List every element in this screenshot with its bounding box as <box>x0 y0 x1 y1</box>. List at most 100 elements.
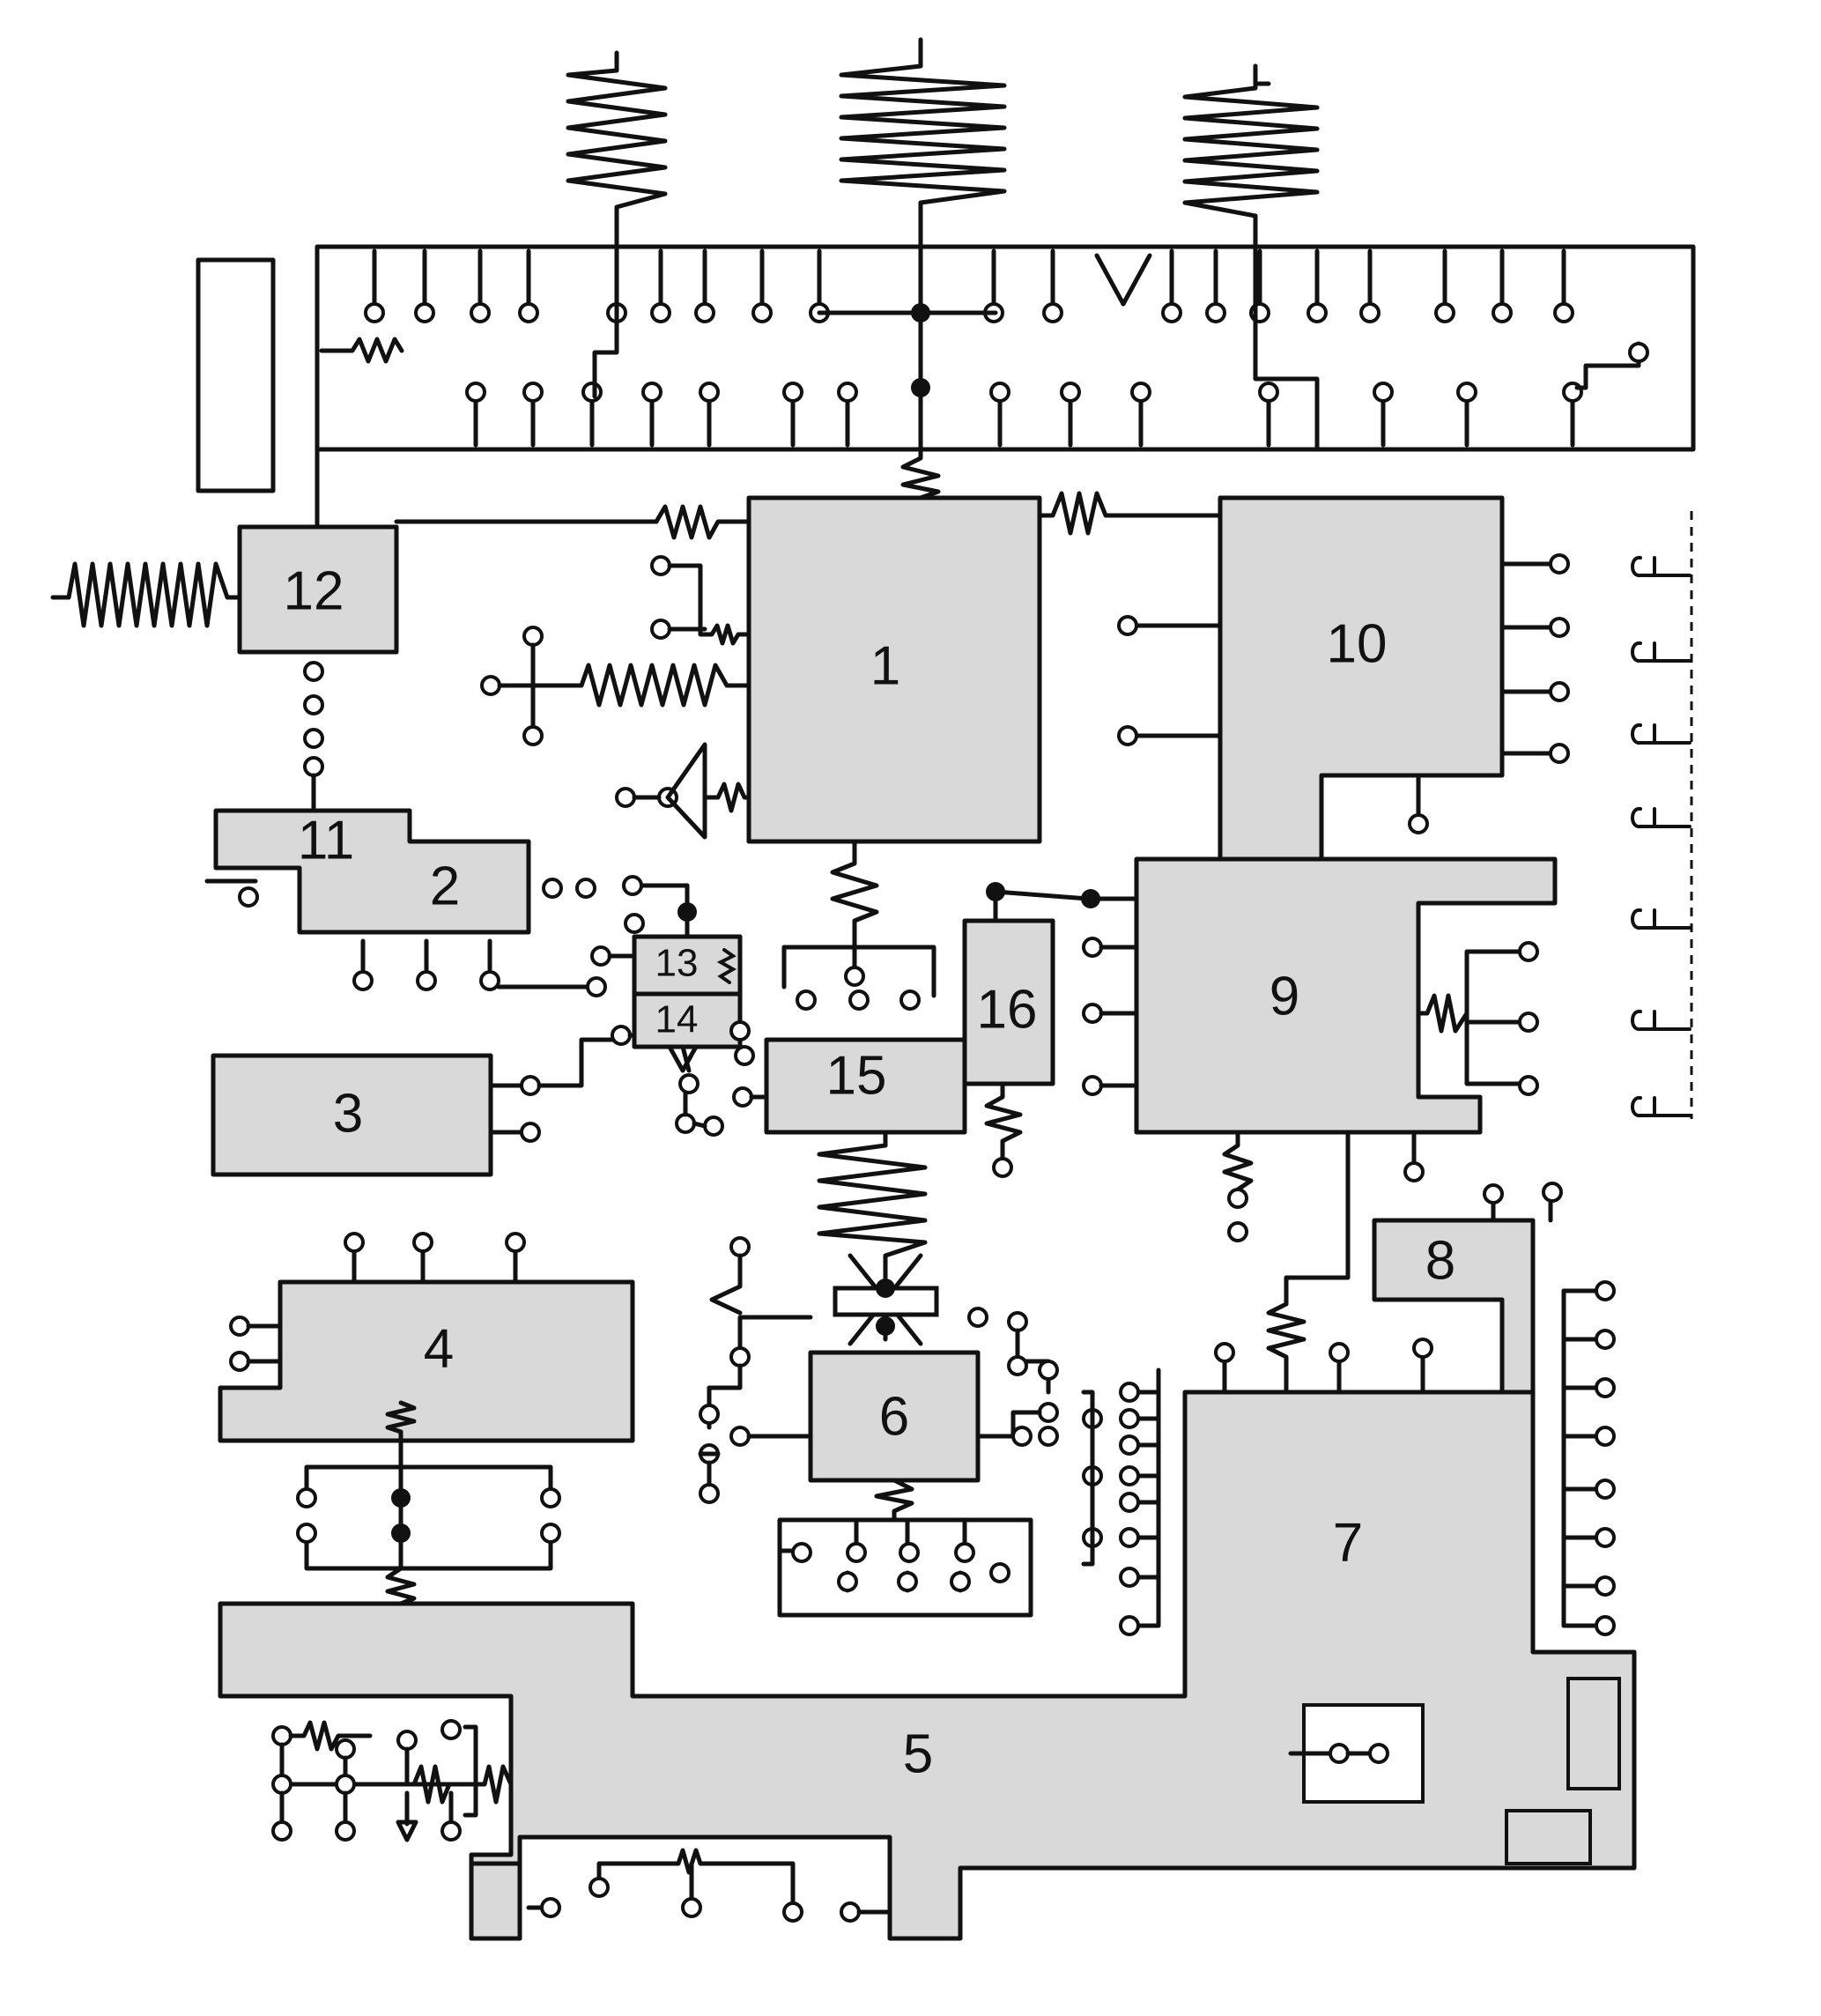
terminal-icon <box>1518 1075 1539 1096</box>
terminal-icon <box>1595 1280 1616 1301</box>
resistor-icon <box>288 1720 373 1752</box>
terminal-icon <box>791 1542 812 1563</box>
terminal-icon <box>271 1820 292 1842</box>
terminal-icon <box>303 728 324 749</box>
wire <box>781 945 936 998</box>
terminal-icon <box>1214 1342 1235 1363</box>
terminal-icon <box>1456 382 1477 403</box>
terminal-icon <box>681 1897 702 1918</box>
terminal-icon <box>1119 1465 1140 1486</box>
terminal-icon <box>1011 1426 1033 1447</box>
terminal-icon <box>1549 617 1570 638</box>
terminal-icon <box>650 302 671 323</box>
terminal-icon <box>846 1542 867 1563</box>
terminal-icon <box>465 382 486 403</box>
terminal-icon <box>271 1725 292 1746</box>
terminal-icon <box>732 1086 753 1108</box>
terminal-icon <box>699 1404 720 1425</box>
terminal-icon <box>1329 1743 1350 1764</box>
terminal-icon <box>518 302 539 323</box>
terminal-icon <box>967 1307 988 1328</box>
connector-strip-frame <box>315 244 1696 452</box>
terminal-icon <box>586 976 607 997</box>
wire <box>272 1724 478 1818</box>
terminal-icon <box>897 1571 918 1592</box>
terminal-icon <box>575 878 596 899</box>
terminal-icon <box>992 1157 1013 1178</box>
block-1: 1 <box>480 447 1223 1011</box>
terminal-icon <box>840 1901 861 1923</box>
junction-dot-icon <box>911 303 930 322</box>
block-label: 2 <box>430 856 460 916</box>
terminal-icon <box>641 382 663 403</box>
terminal-icon <box>1205 302 1226 323</box>
slot <box>1505 1809 1592 1865</box>
terminal-icon <box>238 886 259 908</box>
block-label: 11 <box>298 810 354 871</box>
terminal-icon <box>734 1045 755 1066</box>
v-notch <box>1094 253 1152 307</box>
terminal-icon <box>335 1738 356 1760</box>
resistor-icon <box>667 563 751 646</box>
coil-icon <box>839 37 1007 219</box>
terminal-icon <box>396 1730 418 1751</box>
terminal-icon <box>505 1232 526 1253</box>
edge-hooks <box>1631 556 1691 1117</box>
terminal-icon <box>950 1571 971 1592</box>
block-label: 10 <box>1327 613 1388 674</box>
terminal-icon <box>1595 1575 1616 1597</box>
block-label: 9 <box>1270 966 1299 1027</box>
terminal-icon <box>1082 937 1103 958</box>
terminal-icon <box>1038 1402 1059 1423</box>
block-10: 10 <box>1117 495 1570 862</box>
edge-hook-icon <box>1631 908 1691 930</box>
terminal-icon <box>1403 1161 1425 1182</box>
terminal-icon <box>837 382 858 403</box>
terminal-icon <box>899 1542 920 1563</box>
wire <box>975 1410 1042 1439</box>
block-label: 16 <box>977 979 1038 1040</box>
terminal-icon <box>520 1075 541 1096</box>
terminal-icon <box>540 1487 561 1508</box>
resistor-icon <box>702 782 751 813</box>
resistor-icon <box>385 1531 417 1606</box>
terminal-icon <box>1119 1382 1140 1403</box>
terminal-icon <box>1373 382 1394 403</box>
terminal-icon <box>1518 941 1539 962</box>
terminal-icon <box>1119 1615 1140 1636</box>
block-label: 1 <box>870 635 900 696</box>
terminal-icon <box>1595 1426 1616 1447</box>
terminal-icon <box>1082 1003 1103 1024</box>
terminal-icon <box>1227 1188 1248 1209</box>
terminal-icon <box>1408 813 1429 834</box>
bottom-row-pins <box>465 382 1583 448</box>
edge-hook-icon <box>1631 641 1691 663</box>
terminal-icon <box>364 302 385 323</box>
edge-hook-icon <box>1631 723 1691 745</box>
terminal-icon <box>1549 553 1570 574</box>
terminal-icon <box>1518 1012 1539 1033</box>
resistor-icon <box>1222 1130 1254 1192</box>
terminal-icon <box>479 970 500 991</box>
terminal-icon <box>1227 1221 1248 1242</box>
edge-hook-icon <box>1631 807 1691 828</box>
block-label: 6 <box>879 1386 909 1447</box>
block-12: 12 <box>50 447 751 813</box>
terminal-icon <box>650 619 671 640</box>
right-pin-ladder <box>1561 1280 1616 1636</box>
terminal-icon <box>271 1774 292 1795</box>
left-pin-ladder <box>1081 1367 1161 1636</box>
block-label: 13 <box>655 942 699 985</box>
side-panel <box>196 257 276 493</box>
terminal-icon <box>678 1073 700 1094</box>
terminal-icon <box>699 1483 720 1504</box>
block-9: 9 <box>1082 856 1558 1395</box>
terminal-icon <box>729 1020 751 1041</box>
block-label: 12 <box>284 560 344 621</box>
terminal-icon <box>622 875 643 896</box>
terminal-icon <box>782 1901 803 1923</box>
block-label: 8 <box>1425 1230 1455 1291</box>
terminal-icon <box>416 970 437 991</box>
block-16: 16 <box>962 882 1139 1178</box>
